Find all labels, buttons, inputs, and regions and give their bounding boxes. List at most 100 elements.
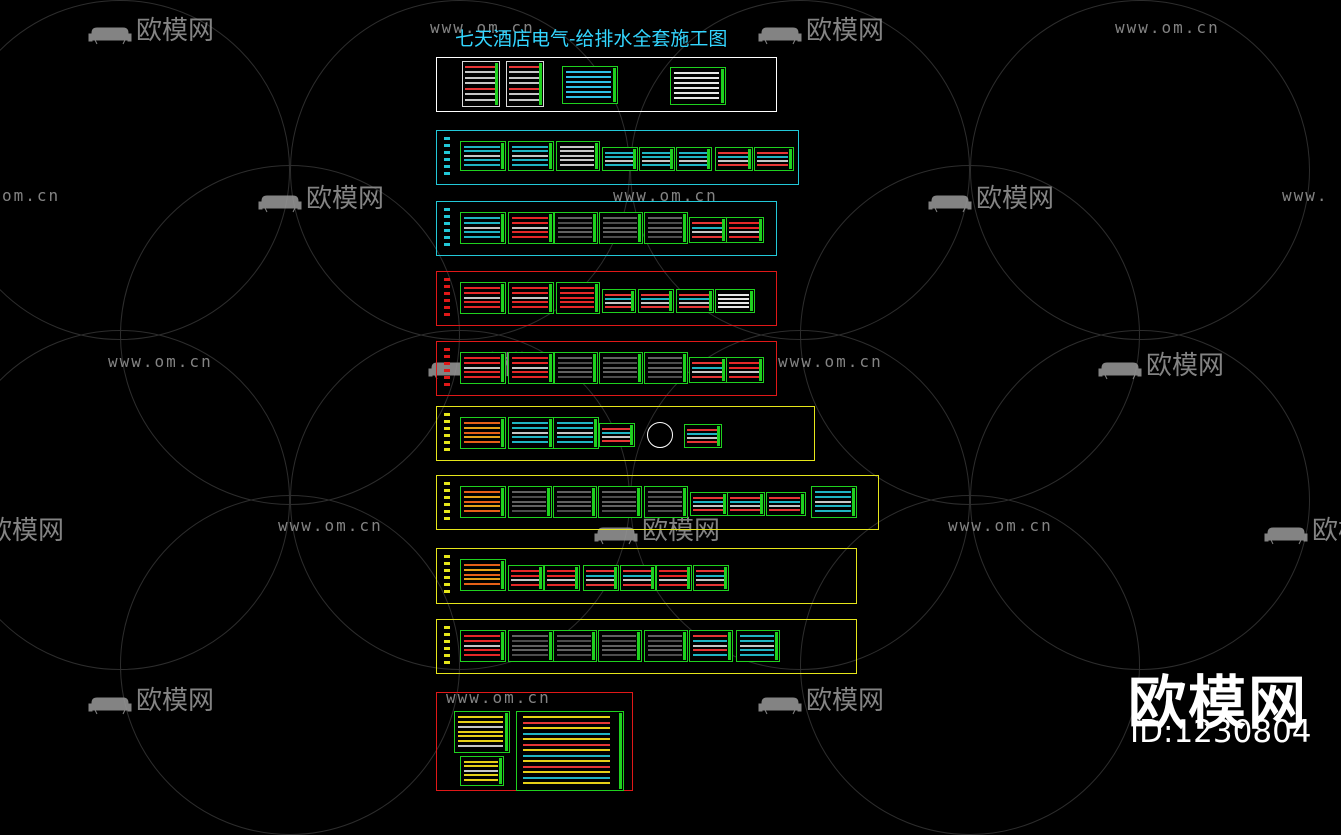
drawing-line bbox=[693, 501, 723, 503]
drawing-sheet-thumbnail[interactable] bbox=[508, 565, 544, 591]
drawing-line bbox=[604, 306, 632, 308]
drawing-line bbox=[692, 235, 722, 238]
sheet-row-water-supply-1[interactable] bbox=[436, 406, 815, 461]
drawing-line bbox=[463, 159, 500, 162]
drawing-sheet-thumbnail[interactable] bbox=[656, 565, 692, 591]
drawing-line bbox=[523, 732, 611, 735]
drawing-sheet-thumbnail[interactable] bbox=[715, 147, 753, 171]
drawing-sheet-thumbnail[interactable] bbox=[726, 217, 764, 243]
drawing-sheet-thumbnail[interactable] bbox=[689, 217, 727, 243]
sheet-row-drainage-2[interactable] bbox=[436, 619, 857, 674]
drawing-sheet-thumbnail[interactable] bbox=[462, 61, 500, 107]
drawing-sheet-thumbnail[interactable] bbox=[602, 147, 638, 171]
drawing-sheet-thumbnail[interactable] bbox=[460, 282, 506, 314]
drawing-sheet-thumbnail[interactable] bbox=[676, 289, 714, 313]
drawing-sheet-thumbnail[interactable] bbox=[726, 357, 764, 383]
drawing-sheet-thumbnail[interactable] bbox=[516, 711, 624, 791]
sheet-row-drainage-1[interactable] bbox=[436, 548, 857, 604]
drawing-sheet-thumbnail[interactable] bbox=[553, 630, 597, 662]
sheet-row-cover-and-index[interactable] bbox=[436, 57, 777, 112]
drawing-sheet-thumbnail[interactable] bbox=[689, 630, 733, 662]
drawing-sheet-thumbnail[interactable] bbox=[638, 289, 674, 313]
drawing-line bbox=[557, 221, 592, 224]
drawing-sheet-thumbnail[interactable] bbox=[639, 147, 675, 171]
drawing-sheet-thumbnail[interactable] bbox=[736, 630, 780, 662]
drawing-sheet-thumbnail[interactable] bbox=[460, 630, 506, 662]
drawing-sheet-thumbnail[interactable] bbox=[556, 282, 600, 314]
drawing-set-title: 七天酒店电气-给排水全套施工图 bbox=[455, 28, 728, 50]
drawing-line bbox=[623, 579, 651, 581]
drawing-line bbox=[463, 774, 498, 777]
drawing-sheet-thumbnail[interactable] bbox=[553, 486, 597, 518]
drawing-line bbox=[730, 501, 760, 503]
drawing-sheet-thumbnail[interactable] bbox=[644, 352, 688, 384]
drawing-line bbox=[463, 301, 500, 304]
drawing-sheet-thumbnail[interactable] bbox=[583, 565, 619, 591]
drawing-line bbox=[692, 222, 722, 224]
drawing-sheet-thumbnail[interactable] bbox=[754, 147, 794, 171]
drawing-sheet-thumbnail[interactable] bbox=[460, 756, 504, 786]
drawing-sheet-thumbnail[interactable] bbox=[598, 486, 642, 518]
drawing-line bbox=[601, 500, 636, 503]
drawing-sheet-thumbnail[interactable] bbox=[598, 630, 642, 662]
detail-circle-symbol[interactable] bbox=[647, 422, 673, 448]
drawing-sheet-thumbnail[interactable] bbox=[676, 147, 712, 171]
drawing-sheet-thumbnail[interactable] bbox=[460, 559, 506, 591]
title-block bbox=[547, 488, 550, 516]
drawing-sheet-thumbnail[interactable] bbox=[508, 212, 554, 244]
sheet-row-fire-alarm-1[interactable] bbox=[436, 271, 777, 326]
drawing-sheet-thumbnail[interactable] bbox=[460, 417, 506, 449]
drawing-sheet-thumbnail[interactable] bbox=[620, 565, 656, 591]
sheet-row-electrical-strong-1[interactable] bbox=[436, 130, 799, 185]
drawing-sheet-thumbnail[interactable] bbox=[508, 282, 554, 314]
sheet-row-water-supply-2[interactable] bbox=[436, 475, 879, 530]
drawing-sheet-thumbnail[interactable] bbox=[508, 630, 554, 662]
drawing-sheet-thumbnail[interactable] bbox=[554, 212, 598, 244]
drawing-sheet-thumbnail[interactable] bbox=[644, 630, 688, 662]
drawing-line bbox=[463, 441, 500, 444]
drawing-sheet-thumbnail[interactable] bbox=[508, 417, 554, 449]
drawing-sheet-thumbnail[interactable] bbox=[506, 61, 544, 107]
drawing-line bbox=[729, 366, 759, 369]
drawing-line bbox=[465, 76, 495, 79]
drawing-sheet-thumbnail[interactable] bbox=[602, 289, 636, 313]
drawing-sheet-thumbnail[interactable] bbox=[684, 424, 722, 448]
drawing-sheet-thumbnail[interactable] bbox=[508, 141, 554, 171]
drawing-sheet-thumbnail[interactable] bbox=[766, 492, 806, 516]
sheet-row-fire-alarm-2[interactable] bbox=[436, 341, 777, 396]
drawing-sheet-thumbnail[interactable] bbox=[460, 486, 506, 518]
drawing-sheet-thumbnail[interactable] bbox=[599, 352, 643, 384]
drawing-line bbox=[463, 296, 500, 299]
title-block bbox=[501, 284, 504, 312]
drawing-sheet-thumbnail[interactable] bbox=[562, 66, 618, 104]
drawing-line bbox=[623, 570, 651, 572]
drawing-line bbox=[602, 376, 637, 379]
drawing-sheet-thumbnail[interactable] bbox=[670, 67, 726, 105]
drawing-sheet-thumbnail[interactable] bbox=[454, 711, 510, 753]
drawing-line bbox=[511, 361, 548, 364]
drawing-sheet-thumbnail[interactable] bbox=[544, 565, 580, 591]
row-label-marks bbox=[444, 348, 450, 390]
drawing-sheet-thumbnail[interactable] bbox=[689, 357, 727, 383]
drawing-sheet-thumbnail[interactable] bbox=[644, 212, 688, 244]
drawing-sheet-thumbnail[interactable] bbox=[715, 289, 755, 313]
drawing-sheet-thumbnail[interactable] bbox=[553, 417, 599, 449]
drawing-sheet-thumbnail[interactable] bbox=[693, 565, 729, 591]
drawing-sheet-thumbnail[interactable] bbox=[460, 212, 506, 244]
drawing-line bbox=[693, 505, 723, 507]
drawing-sheet-thumbnail[interactable] bbox=[599, 212, 643, 244]
drawing-sheet-thumbnail[interactable] bbox=[508, 352, 554, 384]
drawing-sheet-thumbnail[interactable] bbox=[690, 492, 728, 516]
drawing-sheet-thumbnail[interactable] bbox=[811, 486, 857, 518]
drawing-sheet-thumbnail[interactable] bbox=[554, 352, 598, 384]
drawing-sheet-thumbnail[interactable] bbox=[460, 352, 506, 384]
drawing-sheet-thumbnail[interactable] bbox=[599, 423, 635, 447]
drawing-sheet-thumbnail[interactable] bbox=[508, 486, 552, 518]
sheet-row-electrical-strong-2[interactable] bbox=[436, 201, 777, 256]
drawing-sheet-thumbnail[interactable] bbox=[556, 141, 600, 171]
drawing-sheet-thumbnail[interactable] bbox=[727, 492, 765, 516]
drawing-sheet-thumbnail[interactable] bbox=[460, 141, 506, 171]
drawing-line bbox=[674, 77, 719, 79]
drawing-sheet-thumbnail[interactable] bbox=[644, 486, 688, 518]
title-block bbox=[637, 632, 640, 660]
